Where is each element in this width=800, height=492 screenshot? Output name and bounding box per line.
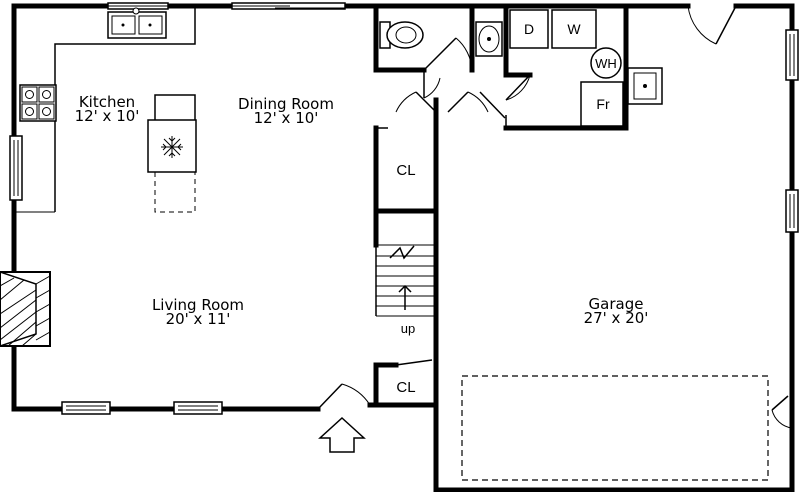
interior-doors (317, 5, 793, 429)
dryer (509, 9, 549, 49)
window-bottom-living-1 (61, 401, 111, 415)
snowflake-icon (161, 136, 183, 158)
freezer (580, 81, 624, 127)
stove-cooktop (19, 84, 57, 122)
garage-size: 27' x 20' (584, 309, 649, 327)
fireplace (0, 271, 51, 347)
kitchen-size: 12' x 10' (75, 107, 140, 125)
entry-arrow-icon (318, 416, 366, 453)
window-right-garage-1 (785, 29, 799, 81)
exterior-walls (11, 3, 795, 492)
refrigerator (147, 119, 197, 173)
stairs (375, 244, 436, 317)
stairs-up-label: up (401, 321, 415, 336)
garage-name: Garage (589, 295, 644, 313)
bathroom-sink (475, 21, 503, 57)
window-top-dining (231, 2, 346, 10)
stair-closet-block (373, 97, 439, 408)
water-heater (590, 47, 622, 79)
living-room-name: Living Room (152, 296, 244, 314)
washer-label: W (567, 21, 581, 37)
garage-door (461, 375, 769, 481)
kitchen-sink (107, 7, 167, 39)
dining-room-size: 12' x 10' (254, 109, 319, 127)
water-heater-label: WH (595, 56, 617, 71)
washer (551, 9, 597, 49)
bath-laundry (373, 3, 663, 131)
windows (9, 2, 799, 415)
toilet (379, 21, 424, 49)
laundry-tub (627, 67, 663, 105)
closet-lower-label: CL (396, 379, 415, 396)
freezer-label: Fr (596, 96, 610, 112)
kitchen (14, 6, 197, 213)
dryer-label: D (524, 21, 534, 37)
window-bottom-living-2 (173, 401, 223, 415)
living-room-size: 20' x 11' (166, 310, 231, 328)
dining-room-name: Dining Room (238, 95, 334, 113)
window-right-garage-2 (785, 189, 799, 233)
window-left-kitchen (9, 135, 23, 201)
kitchen-name: Kitchen (79, 93, 135, 111)
window-top-kitchen (107, 2, 169, 10)
closet-upper-label: CL (396, 162, 415, 179)
